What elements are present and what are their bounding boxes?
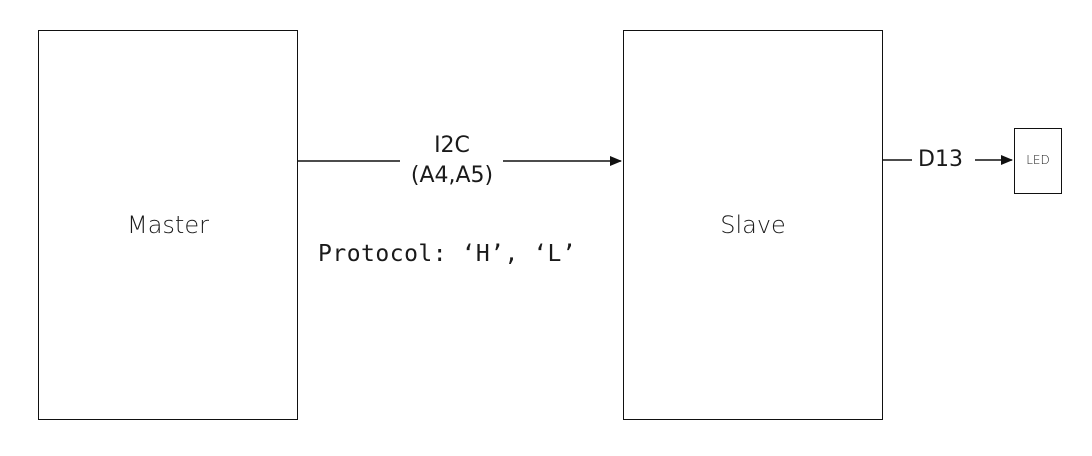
led-label: LED <box>1026 153 1050 167</box>
i2c-label: I2C (A4,A5) <box>382 131 522 191</box>
i2c-pins: (A4,A5) <box>410 163 494 188</box>
slave-box: Slave <box>623 30 883 420</box>
led-box: LED <box>1014 128 1062 194</box>
slave-label: Slave <box>720 211 786 239</box>
d13-pin-label: D13 <box>918 147 963 172</box>
i2c-bus-name: I2C <box>434 133 470 158</box>
master-box: Master <box>38 30 298 420</box>
protocol-label: Protocol: ‘H’, ‘L’ <box>318 241 577 267</box>
master-label: Master <box>127 211 209 239</box>
